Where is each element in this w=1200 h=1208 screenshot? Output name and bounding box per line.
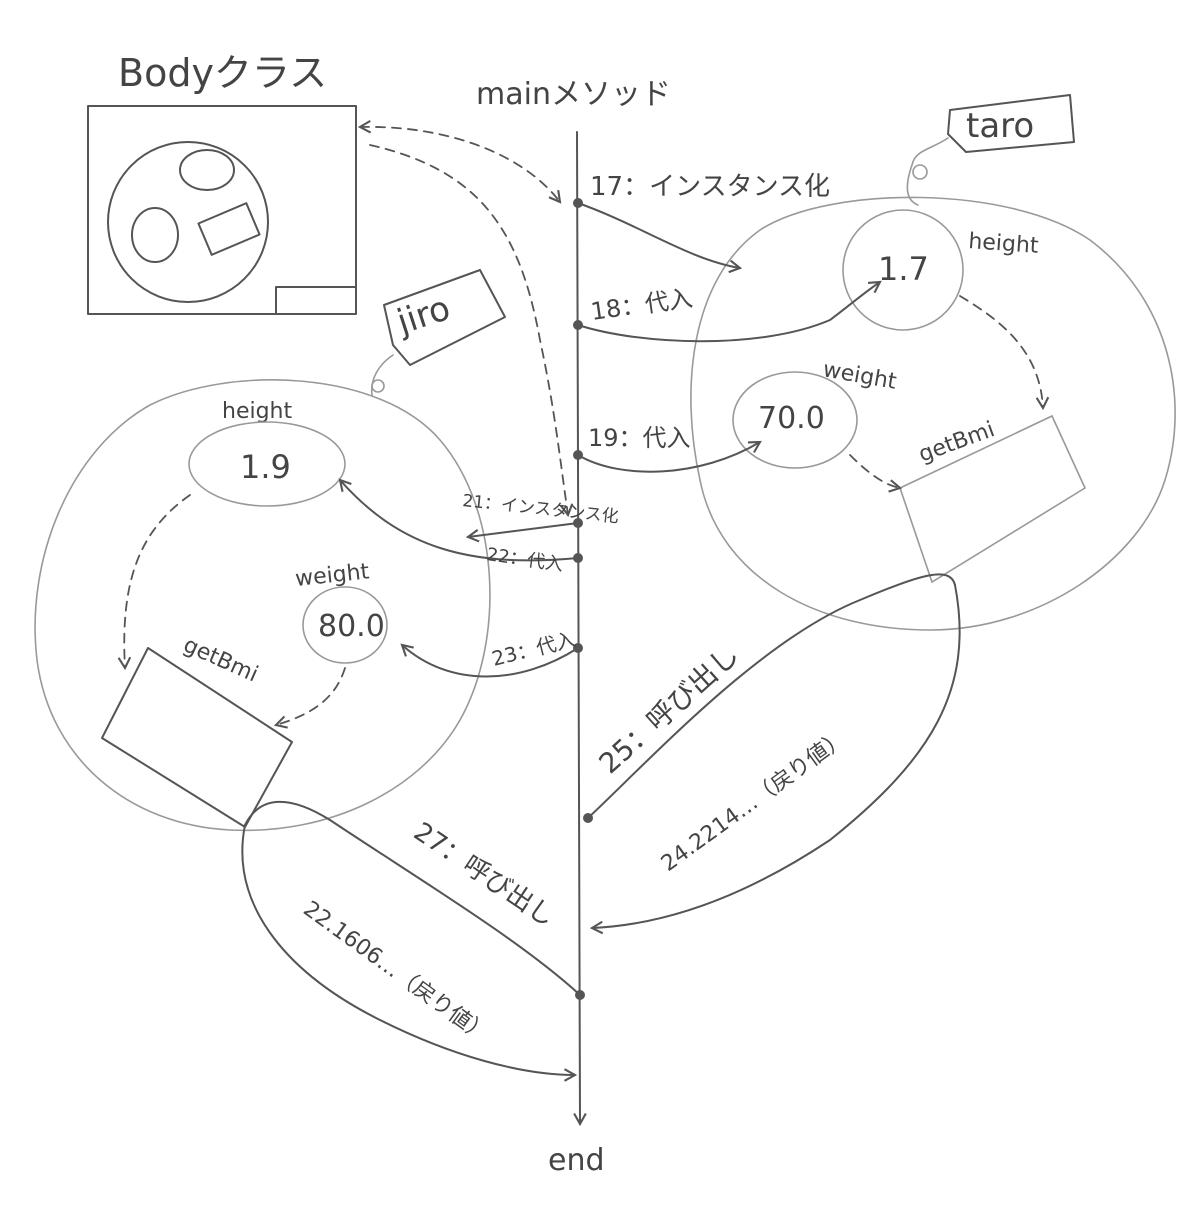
body-class-box [87, 105, 357, 315]
step-17-arrow [577, 202, 743, 274]
taro-tag-hole [912, 164, 928, 180]
taro-instance [690, 196, 1176, 631]
jiro-weight-label: weight [294, 559, 371, 592]
class-to-taro-link [357, 120, 562, 204]
jiro-height-value: 1.9 [240, 448, 291, 486]
step-22-label: 22：代入 [485, 544, 564, 575]
jiro-tag [383, 269, 506, 366]
jiro-tag-hole [371, 379, 385, 393]
taro-weight-value: 70.0 [758, 401, 825, 436]
jiro-weight-value: 80.0 [318, 609, 385, 644]
taro-tag-string [906, 137, 949, 206]
jiro-weight-to-method [273, 667, 346, 729]
jiro-weight-field [302, 586, 388, 664]
step-23-label: 23：代入 [489, 627, 578, 671]
body-class-slot-height [179, 149, 235, 191]
jiro-method-label: getBmi [180, 633, 262, 688]
jiro-height-label: height [222, 399, 292, 424]
body-class-circle [107, 141, 269, 303]
step-23-arrow [400, 643, 579, 678]
main-method-title: mainメソッド [476, 77, 671, 112]
step-25-label: 25：呼び出し [593, 638, 746, 780]
jiro-tag-label: jiro [391, 288, 455, 343]
taro-weight-to-method [849, 454, 903, 493]
step-19-label: 19：代入 [588, 424, 691, 452]
taro-height-to-method [959, 295, 1050, 411]
body-class-slot-weight [131, 207, 179, 263]
step-18-arrow [577, 280, 882, 343]
body-class-corner [275, 286, 357, 315]
body-class-title: Bodyクラス [118, 51, 327, 95]
step-27-arrow [244, 800, 581, 996]
main-timeline [573, 131, 587, 1127]
step-25-arrow [587, 573, 956, 819]
step-19-arrow [577, 440, 762, 473]
end-label: end [548, 1143, 605, 1178]
step-18-label: 18：代入 [589, 284, 694, 326]
jiro-height-field [188, 421, 346, 507]
step-21-label: 21：インスタンス化 [461, 491, 619, 527]
taro-method-label: getBmi [916, 417, 999, 467]
jiro-instance [34, 379, 491, 832]
jiro-method-box [101, 647, 293, 828]
taro-tag-label: taro [966, 106, 1034, 146]
taro-weight-field [732, 371, 858, 469]
jiro-tag-string [370, 354, 394, 396]
step-21-arrow [465, 522, 579, 543]
taro-height-value: 1.7 [878, 250, 929, 288]
step-17-label: 17：インスタンス化 [590, 172, 830, 202]
step-27-label: 27：呼び出し [408, 817, 560, 933]
body-class-slot-method [197, 202, 261, 256]
taro-method-box [899, 414, 1087, 584]
taro-return-arrow [589, 584, 961, 935]
jiro-height-to-method [117, 494, 191, 671]
taro-weight-label: weight [821, 357, 899, 395]
taro-tag [947, 94, 1075, 153]
jiro-return-label: 22.1606…（戻り値） [298, 897, 493, 1048]
class-to-jiro-link [369, 144, 574, 518]
step-22-arrow [338, 478, 579, 562]
taro-return-label: 24.2214…（戻り値） [657, 726, 852, 877]
jiro-return-arrow [241, 824, 578, 1082]
taro-height-label: height [968, 229, 1040, 259]
taro-height-field [842, 209, 964, 331]
